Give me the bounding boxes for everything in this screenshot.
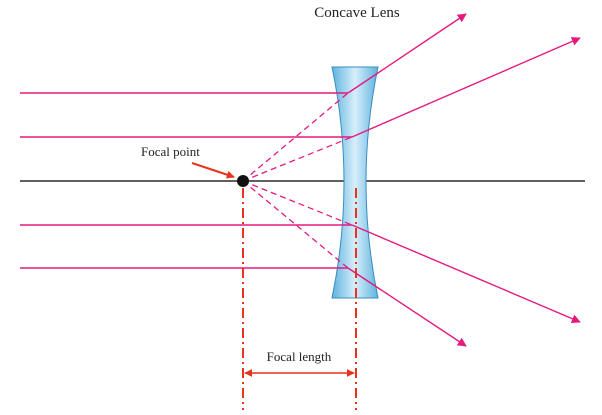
incident-rays <box>20 92 352 269</box>
virtual-extension-4 <box>242 180 349 269</box>
focal-point-label: Focal point <box>141 144 200 159</box>
virtual-extension-1 <box>242 92 349 182</box>
refracted-ray-4 <box>347 267 467 347</box>
virtual-ray-extensions <box>242 92 353 269</box>
focal-point-pointer-arrow <box>191 162 235 179</box>
refracted-ray-3 <box>351 224 581 323</box>
lens-title: Concave Lens <box>314 5 400 21</box>
virtual-extension-2 <box>242 136 353 182</box>
focal-length-label: Focal length <box>267 349 332 364</box>
refracted-rays <box>347 13 581 347</box>
refracted-ray-1 <box>347 13 467 94</box>
refracted-ray-2 <box>351 37 581 138</box>
focal-point-dot <box>237 175 249 187</box>
virtual-extension-3 <box>242 180 353 226</box>
